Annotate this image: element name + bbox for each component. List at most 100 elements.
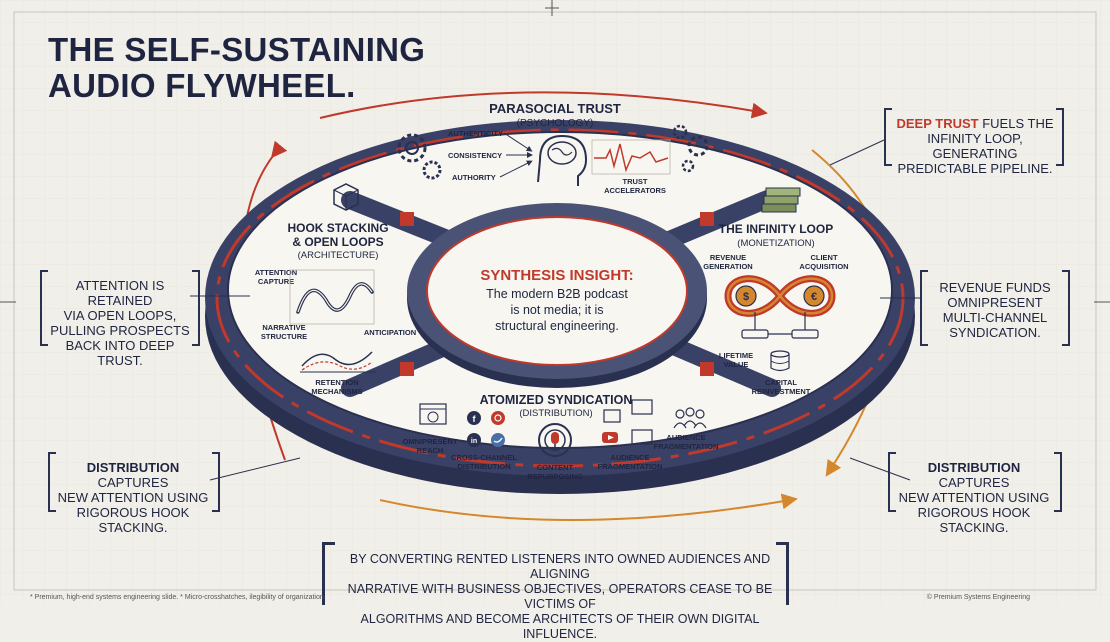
label-consistency: CONSISTENCY [448, 151, 502, 160]
brain-head-icon [537, 134, 588, 186]
label-narrative-2: STRUCTURE [261, 332, 307, 341]
callout-bl-line-3: RIGOROUS HOOK STACKING. [76, 505, 190, 535]
synthesis-line-2: is not media; it is [510, 303, 603, 317]
label-retention-1: RETENTION [315, 378, 358, 387]
podcast-microphone-icon [538, 423, 572, 457]
callout-br-bold: DISTRIBUTION [927, 460, 1021, 475]
infinity-title: THE INFINITY LOOP [719, 222, 833, 236]
gear-icon [397, 133, 442, 180]
bracket-right [1056, 108, 1064, 166]
label-revenue-1: REVENUE [710, 253, 746, 262]
label-client-2: ACQUISITION [799, 262, 848, 271]
callout-deep-trust-line-3: PREDICTABLE PIPELINE. [897, 161, 1053, 176]
label-omni-1: OMNIPRESENT [402, 437, 457, 446]
label-retention-2: MECHANISMS [311, 387, 362, 396]
label-trust-accel-2: ACCELERATORS [604, 186, 666, 195]
dollar-coin-icon: $ [735, 285, 757, 307]
label-revenue-2: GENERATION [703, 262, 752, 271]
flywheel-diagram: SYNTHESIS INSIGHT: The modern B2B podcas… [0, 0, 1110, 603]
label-audience-3: AUDIENCE [610, 453, 649, 462]
callout-distribution-left: DISTRIBUTION CAPTURES NEW ATTENTION USIN… [54, 460, 212, 535]
orbit-arrow-bottom [379, 493, 798, 521]
callout-br-line-2: NEW ATTENTION USING [898, 490, 1050, 505]
quadrant-atomized-syndication: ATOMIZED SYNDICATION (DISTRIBUTION) OMNI… [402, 393, 718, 481]
label-authenticity: AUTHENTICITY [448, 129, 503, 138]
label-client-1: CLIENT [810, 253, 838, 262]
waveform-icon [591, 139, 671, 175]
callout-deep-trust-highlight: DEEP TRUST [896, 116, 979, 131]
label-capital-2: REINVESTMENT [752, 387, 811, 396]
label-content-1: CONTENT [537, 463, 574, 472]
callout-left-line-4: BACK INTO DEEP TRUST. [65, 338, 175, 368]
callout-deep-trust-line-1: FUELS THE [978, 116, 1054, 131]
label-authority: AUTHORITY [452, 173, 496, 182]
synthesis-line-3: structural engineering. [495, 319, 619, 333]
bracket-left [884, 108, 892, 166]
label-lifetime-2: VALUE [724, 360, 749, 369]
synthesis-line-1: The modern B2B podcast [486, 287, 628, 301]
audience-people-icon [673, 407, 707, 429]
callout-right-line-4: SYNDICATION. [949, 325, 1041, 340]
callout-br-line-1: CAPTURES [938, 475, 1010, 490]
youtube-icon [602, 432, 618, 443]
orbit-arrow-top [319, 91, 768, 119]
screen-icon [603, 399, 653, 445]
quadrant-hook-stacking: HOOK STACKING & OPEN LOOPS (ARCHITECTURE… [255, 183, 416, 396]
trust-title: PARASOCIAL TRUST [489, 101, 621, 116]
callout-bl-bold: DISTRIBUTION [86, 460, 180, 475]
retention-curve-icon [300, 351, 376, 373]
callout-right-line-1: REVENUE FUNDS [939, 280, 1051, 295]
label-narrative-1: NARRATIVE [262, 323, 305, 332]
synthesis-heading: SYNTHESIS INSIGHT: [480, 267, 633, 284]
page-title: THE SELF-SUSTAINING AUDIO FLYWHEEL. [48, 32, 425, 104]
callout-attention-retained: ATTENTION IS RETAINED VIA OPEN LOOPS, PU… [48, 278, 192, 368]
svg-text:€: € [811, 291, 817, 303]
database-icon [770, 350, 790, 372]
callout-left-line-1: ATTENTION IS RETAINED [75, 278, 165, 308]
label-omni-2: REACH [417, 446, 444, 455]
quote-line-1: BY CONVERTING RENTED LISTENERS INTO OWNE… [349, 552, 771, 581]
pipeline-icon [741, 312, 819, 339]
closing-quote: BY CONVERTING RENTED LISTENERS INTO OWNE… [345, 552, 775, 642]
quote-line-3: ALGORITHMS AND BECOME ARCHITECTS OF THEI… [360, 612, 760, 641]
label-audience-1: AUDIENCE [666, 433, 705, 442]
callout-distribution-right: DISTRIBUTION CAPTURES NEW ATTENTION USIN… [894, 460, 1054, 535]
label-audience-2: FRAGMENTATION [654, 442, 719, 451]
hook-subtitle: (ARCHITECTURE) [298, 250, 379, 261]
svg-text:in: in [471, 438, 477, 445]
quadrant-infinity-loop: THE INFINITY LOOP (MONETIZATION) REVENUE… [703, 187, 849, 396]
money-stack-icon [761, 187, 801, 213]
label-attention-2: CAPTURE [258, 277, 294, 286]
callout-right-line-2: OMNIPRESENT [947, 295, 1043, 310]
quadrant-parasocial-trust: PARASOCIAL TRUST (PSYCHOLOGY) AUTHENTICI… [397, 101, 709, 195]
callout-right-line-3: MULTI-CHANNEL [942, 310, 1048, 325]
label-content-2: REPURPOSING [527, 472, 583, 481]
browser-globe-icon [419, 403, 447, 425]
trust-subtitle: (PSYCHOLOGY) [517, 118, 594, 129]
label-anticipation: ANTICIPATION [364, 328, 416, 337]
syndication-title: ATOMIZED SYNDICATION [480, 393, 633, 407]
twitter-icon [491, 433, 505, 447]
hook-title-2: & OPEN LOOPS [292, 235, 383, 249]
label-audience-4: FRAGMENTATION [598, 462, 663, 471]
euro-coin-icon: € [803, 285, 825, 307]
callout-left-line-3: PULLING PROSPECTS [50, 323, 190, 338]
hook-title-1: HOOK STACKING [287, 221, 388, 235]
callout-leader-top-right [829, 139, 885, 166]
frame-border [13, 11, 1097, 591]
label-attention-1: ATTENTION [255, 268, 297, 277]
callout-br-line-3: RIGOROUS HOOK STACKING. [917, 505, 1031, 535]
svg-text:f: f [473, 414, 477, 424]
hub-face [426, 216, 688, 366]
label-cross-2: DISTRIBUTION [457, 462, 510, 471]
callout-bl-line-1: CAPTURES [97, 475, 169, 490]
callout-revenue-funds: REVENUE FUNDS OMNIPRESENT MULTI-CHANNEL … [928, 280, 1062, 340]
label-cross-1: CROSS-CHANNEL [451, 453, 517, 462]
callout-deep-trust-line-2: INFINITY LOOP, GENERATING [927, 131, 1023, 161]
footer-right-note: © Premium Systems Engineering [926, 594, 1030, 601]
wave-loop-icon [289, 269, 375, 325]
label-lifetime-1: LIFETIME [719, 351, 753, 360]
linkedin-icon: in [467, 433, 481, 447]
gear-icon-right [672, 124, 709, 173]
